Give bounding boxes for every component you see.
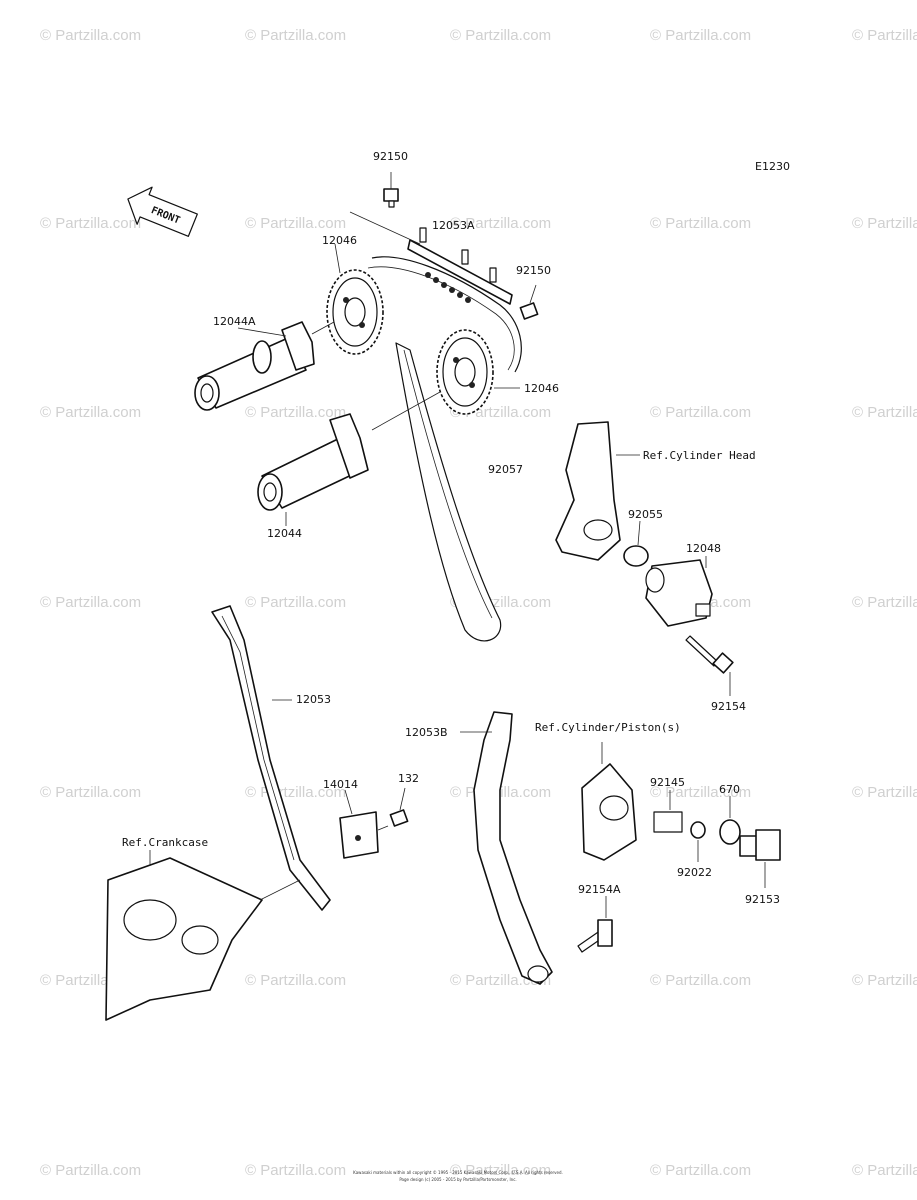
cam-chain-upper-inner xyxy=(367,266,515,371)
ref-cylinder-piston: Ref.Cylinder/Piston(s) xyxy=(535,721,681,734)
label-12053b[interactable]: 12053B xyxy=(405,726,448,739)
watermark: © Partzilla.com xyxy=(40,215,141,232)
chain-guide-12053a xyxy=(407,227,513,305)
label-92154[interactable]: 92154 xyxy=(711,700,746,713)
label-92145[interactable]: 92145 xyxy=(650,776,685,789)
label-92150[interactable]: 92150 xyxy=(373,150,408,163)
bolt-92154a xyxy=(577,919,613,953)
cylinder-head-ref xyxy=(555,421,621,561)
watermark: © Partzilla.com xyxy=(450,215,551,232)
chain-links xyxy=(425,272,471,303)
label-132[interactable]: 132 xyxy=(398,772,419,785)
label-12046[interactable]: 12046 xyxy=(524,382,559,395)
watermark: © Partzilla.com xyxy=(852,215,917,232)
label-92057[interactable]: 92057 xyxy=(488,463,523,476)
watermark: © Partzilla.com xyxy=(450,27,551,44)
washer-92022 xyxy=(690,821,706,839)
camshaft-12044a xyxy=(194,321,315,411)
chain-guide-12053b xyxy=(473,711,553,985)
watermark: © Partzilla.com xyxy=(852,1162,917,1179)
sprocket-12046-lower xyxy=(436,329,494,415)
cylinder-piston-ref xyxy=(581,763,637,861)
watermark: © Partzilla.com xyxy=(40,784,141,801)
watermark: © Partzilla.com xyxy=(40,1162,141,1179)
watermark: © Partzilla.com xyxy=(852,404,917,421)
watermark: © Partzilla.com xyxy=(650,404,751,421)
diagram-code: E1230 xyxy=(755,160,790,173)
oring-670 xyxy=(719,819,741,845)
label-12048[interactable]: 12048 xyxy=(686,542,721,555)
label-670[interactable]: 670 xyxy=(719,783,740,796)
bolt-92150-right xyxy=(519,302,539,320)
spring-92145 xyxy=(653,811,683,833)
sprocket-12046-upper xyxy=(326,269,384,355)
watermark: © Partzilla.com xyxy=(650,215,751,232)
camshaft-12044 xyxy=(257,413,369,511)
label-92154a[interactable]: 92154A xyxy=(578,883,621,896)
bolt-92150-top xyxy=(383,188,399,208)
chain-guide-12053 xyxy=(211,605,331,911)
watermark: © Partzilla.com xyxy=(650,972,751,989)
watermark: © Partzilla.com xyxy=(852,594,917,611)
label-12044[interactable]: 12044 xyxy=(267,527,302,540)
copyright-line-2: Page design (c) 2005 - 2015 by Partzilla… xyxy=(399,1177,516,1182)
watermark: © Partzilla.com xyxy=(245,215,346,232)
watermark: © Partzilla.com xyxy=(40,27,141,44)
watermark: © Partzilla.com xyxy=(852,784,917,801)
watermark: © Partzilla.com xyxy=(245,404,346,421)
ref-cylinder-head: Ref.Cylinder Head xyxy=(643,449,756,462)
label-92055[interactable]: 92055 xyxy=(628,508,663,521)
label-14014[interactable]: 14014 xyxy=(323,778,358,791)
oring-92055 xyxy=(623,545,649,567)
label-12044a[interactable]: 12044A xyxy=(213,315,256,328)
ref-crankcase: Ref.Crankcase xyxy=(122,836,208,849)
label-92150[interactable]: 92150 xyxy=(516,264,551,277)
label-92022[interactable]: 92022 xyxy=(677,866,712,879)
watermark: © Partzilla.com xyxy=(650,27,751,44)
watermark: © Partzilla.com xyxy=(650,1162,751,1179)
label-12046[interactable]: 12046 xyxy=(322,234,357,247)
watermark: © Partzilla.com xyxy=(40,594,141,611)
copyright-line-1: Kawasaki materials within all copyright … xyxy=(353,1170,563,1175)
watermark: © Partzilla.com xyxy=(245,594,346,611)
watermark: © Partzilla.com xyxy=(852,972,917,989)
tensioner-12048 xyxy=(645,559,713,627)
plug-92153 xyxy=(739,829,781,861)
crankcase-ref xyxy=(105,857,263,1021)
label-12053a[interactable]: 12053A xyxy=(432,219,475,232)
bolt-92154 xyxy=(685,635,734,674)
label-92153[interactable]: 92153 xyxy=(745,893,780,906)
watermark: © Partzilla.com xyxy=(245,972,346,989)
watermark: © Partzilla.com xyxy=(40,404,141,421)
bracket-14014 xyxy=(339,811,379,859)
watermark: © Partzilla.com xyxy=(245,27,346,44)
watermark: © Partzilla.com xyxy=(650,784,751,801)
label-12053[interactable]: 12053 xyxy=(296,693,331,706)
watermark: © Partzilla.com xyxy=(852,27,917,44)
watermark: © Partzilla.com xyxy=(450,1162,551,1179)
watermark: © Partzilla.com xyxy=(245,1162,346,1179)
bolt-132 xyxy=(389,809,409,827)
front-arrow-icon: FRONT xyxy=(127,186,198,237)
